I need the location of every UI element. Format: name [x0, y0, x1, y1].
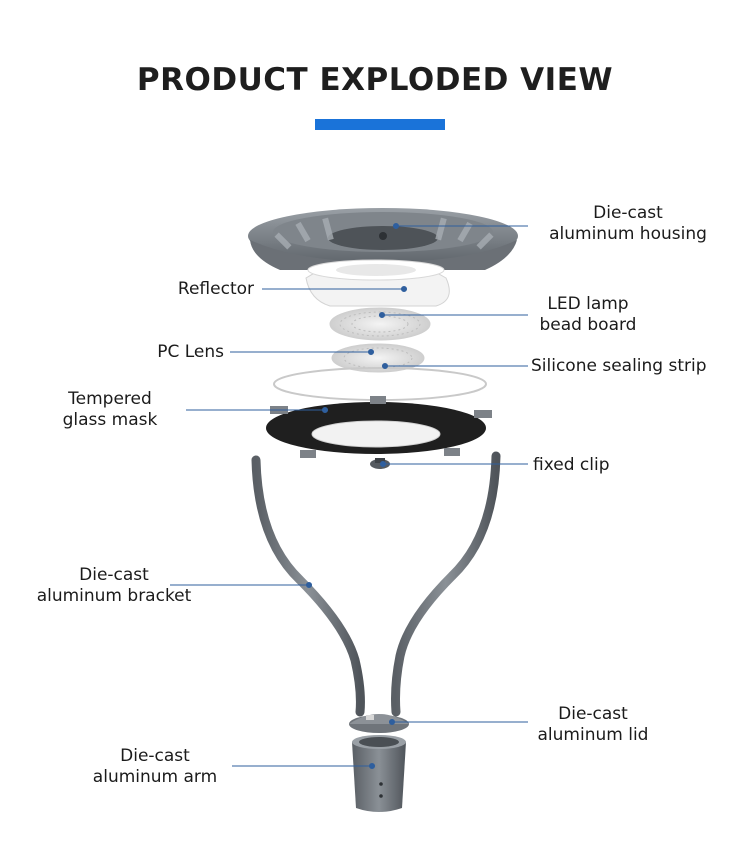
label-housing: Die-cast aluminum housing [549, 203, 707, 244]
page-title: PRODUCT EXPLODED VIEW [136, 62, 614, 98]
reflector [305, 259, 450, 307]
led-bead-board [329, 307, 431, 341]
silicone-sealing-strip [273, 367, 487, 401]
title-accent-bar [315, 119, 445, 130]
aluminum-housing [248, 208, 518, 270]
label-sealing-strip: Silicone sealing strip [531, 356, 707, 376]
tempered-glass-mask [266, 396, 492, 458]
label-led-board: LED lamp bead board [539, 294, 637, 335]
aluminum-arm [352, 735, 406, 812]
label-fixed-clip: fixed clip [533, 455, 610, 475]
label-reflector: Reflector [177, 279, 254, 299]
label-bracket: Die-cast aluminum bracket [36, 565, 192, 606]
aluminum-bracket [251, 451, 501, 717]
aluminum-lid [349, 714, 409, 733]
leader-lines [170, 222, 528, 770]
label-pc-lens: PC Lens [157, 342, 224, 362]
label-glass-mask: Tempered glass mask [62, 389, 158, 430]
label-arm: Die-cast aluminum arm [92, 746, 218, 787]
pc-lens [331, 343, 425, 373]
label-lid: Die-cast aluminum lid [537, 704, 649, 745]
